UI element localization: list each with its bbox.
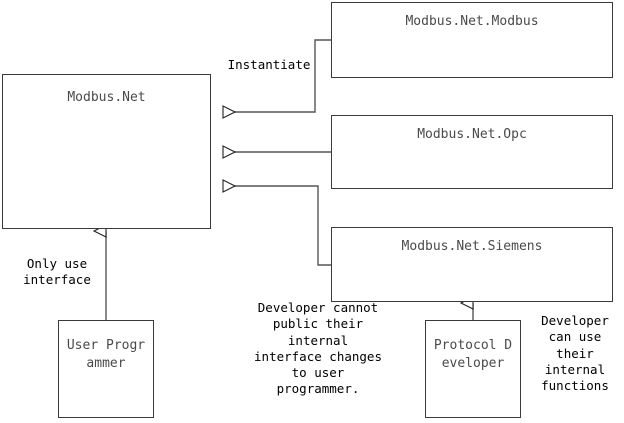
box-modbus-net-siemens[interactable]: Modbus.Net.Siemens [331,227,613,302]
box-modbus-net-siemens-label: Modbus.Net.Siemens [401,239,543,254]
box-modbus-net-opc-label: Modbus.Net.Opc [417,127,527,142]
note-developer-can-use: Developer can use their internal functio… [541,313,609,393]
box-modbus-net-label: Modbus.Net [67,90,146,105]
box-protocol-developer-label: Protocol Developer [433,338,513,371]
box-modbus-net[interactable]: Modbus.Net [2,74,211,229]
note-developer-cannot-public: Developer cannot public their internal i… [254,300,382,397]
box-user-programmer[interactable]: User Programmer [58,320,154,418]
note-instantiate: Instantiate [227,57,311,72]
note-only-use-interface: Only use interface [23,256,91,288]
box-user-programmer-label: User Programmer [66,338,146,371]
box-modbus-net-modbus[interactable]: Modbus.Net.Modbus [331,2,613,78]
box-modbus-net-modbus-label: Modbus.Net.Modbus [405,14,539,29]
connector-siemens-to-core [223,186,331,266]
box-modbus-net-opc[interactable]: Modbus.Net.Opc [331,115,613,189]
box-protocol-developer[interactable]: Protocol Developer [425,320,521,418]
connector-modbus-to-core [223,39,331,112]
